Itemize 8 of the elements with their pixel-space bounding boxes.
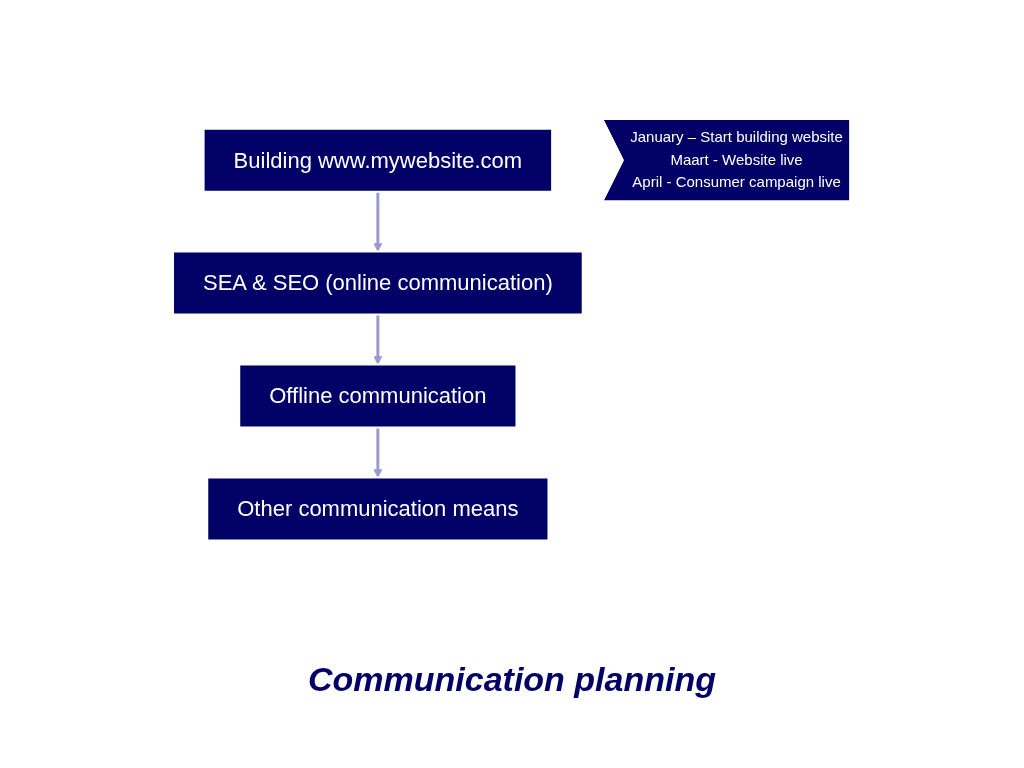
- node-box: Other communication means: [206, 476, 550, 542]
- caption: Communication planning: [307, 660, 717, 699]
- arrow: [373, 314, 383, 366]
- arrow: [373, 192, 383, 253]
- node-box: Building www.mywebsite.com: [202, 128, 554, 193]
- arrow: [373, 427, 383, 479]
- node-box: SEA & SEO (online communication): [172, 250, 585, 316]
- node-box: Offline communication: [238, 363, 518, 429]
